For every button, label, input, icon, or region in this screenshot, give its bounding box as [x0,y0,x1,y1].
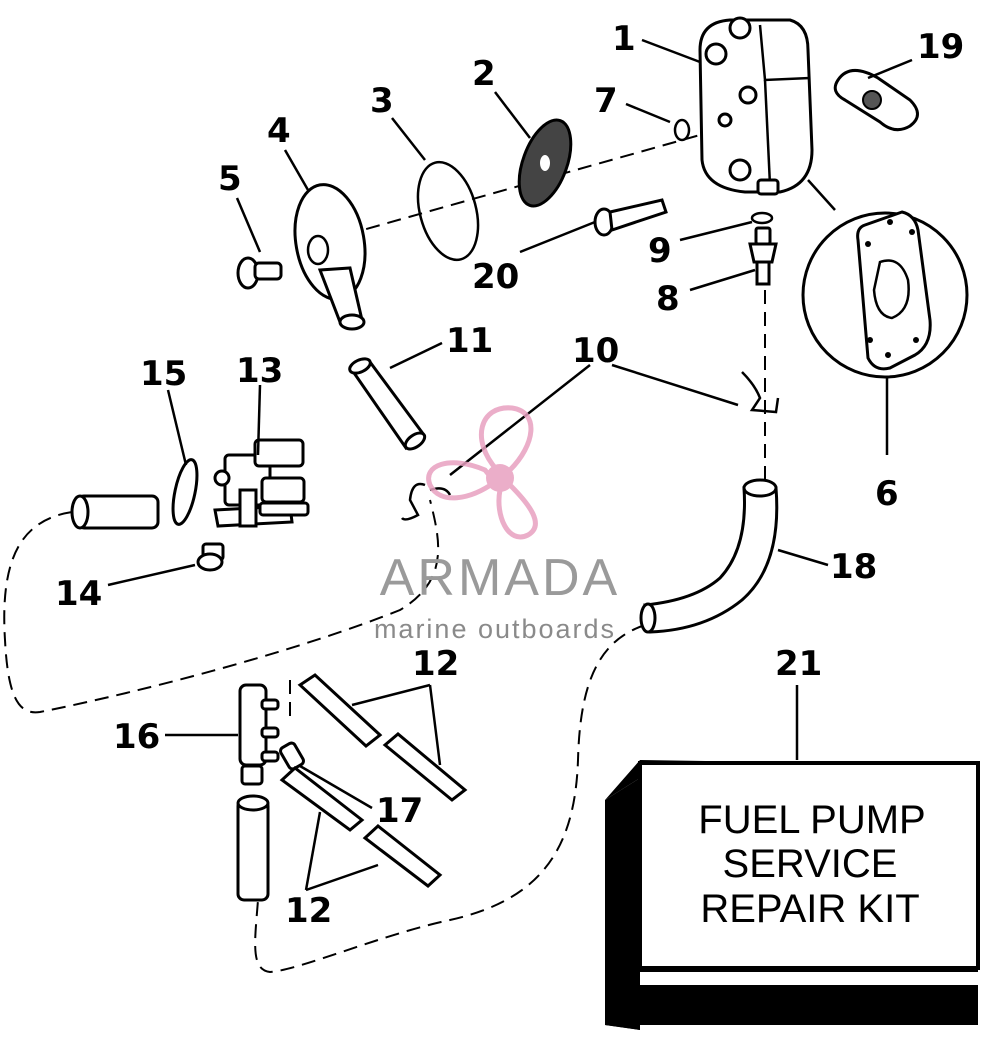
washer-9 [750,211,774,225]
callout-5: 5 [218,159,242,199]
watermark: ARMADA marine outboards [374,405,620,644]
bolt-20 [593,198,668,237]
callout-21: 21 [775,644,822,684]
gasket-detail-6 [801,179,969,379]
callout-3: 3 [370,81,394,121]
callout-16: 16 [113,717,160,757]
fitting-8 [748,226,778,286]
tee-fitting-16 [238,683,280,786]
kit-label-line3: REPAIR KIT [700,887,919,931]
callout-8: 8 [656,279,680,319]
callout-18: 18 [830,547,877,587]
hoses-12 [279,673,468,888]
gasket-15 [171,458,199,526]
o-ring-7 [673,118,691,142]
callout-1: 1 [612,19,636,59]
hose-18 [639,478,779,634]
hose-11 [348,357,427,451]
callout-12b: 12 [285,891,332,931]
callout-9: 9 [648,231,672,271]
fuel-pump-body [698,16,814,196]
inlet-hose [70,494,160,530]
callout-13: 13 [236,351,283,391]
callout-17: 17 [376,791,423,831]
callout-7: 7 [594,81,618,121]
callout-15: 15 [140,354,187,394]
watermark-tagline: marine outboards [374,614,616,644]
pump-cover-4 [293,183,367,331]
callout-numbers: 1 2 3 4 5 6 7 8 9 10 11 12 12 13 14 15 1… [55,19,964,931]
screw-14 [196,542,225,572]
gasket-plate-19 [833,69,919,132]
callout-6: 6 [875,474,899,514]
callout-14: 14 [55,574,102,614]
callout-20: 20 [472,257,519,297]
valve-13 [213,438,310,528]
filter-screen-2 [517,118,573,208]
callout-19: 19 [917,27,964,67]
kit-label: FUEL PUMP SERVICE REPAIR KIT [698,798,925,931]
plug-17 [279,741,305,771]
screw-5 [236,256,283,290]
callout-10: 10 [572,331,619,371]
kit-label-line2: SERVICE [723,842,898,886]
callout-11: 11 [446,321,493,361]
kit-label-line1: FUEL PUMP [698,798,925,842]
leader-lines [107,38,913,892]
watermark-propeller-logo [426,405,538,540]
lower-hose [236,794,270,902]
callout-2: 2 [472,54,496,94]
callout-12a: 12 [412,644,459,684]
repair-kit-box [605,760,980,1030]
callout-4: 4 [267,111,291,151]
o-ring-3 [416,160,480,262]
watermark-brand: ARMADA [380,549,620,607]
